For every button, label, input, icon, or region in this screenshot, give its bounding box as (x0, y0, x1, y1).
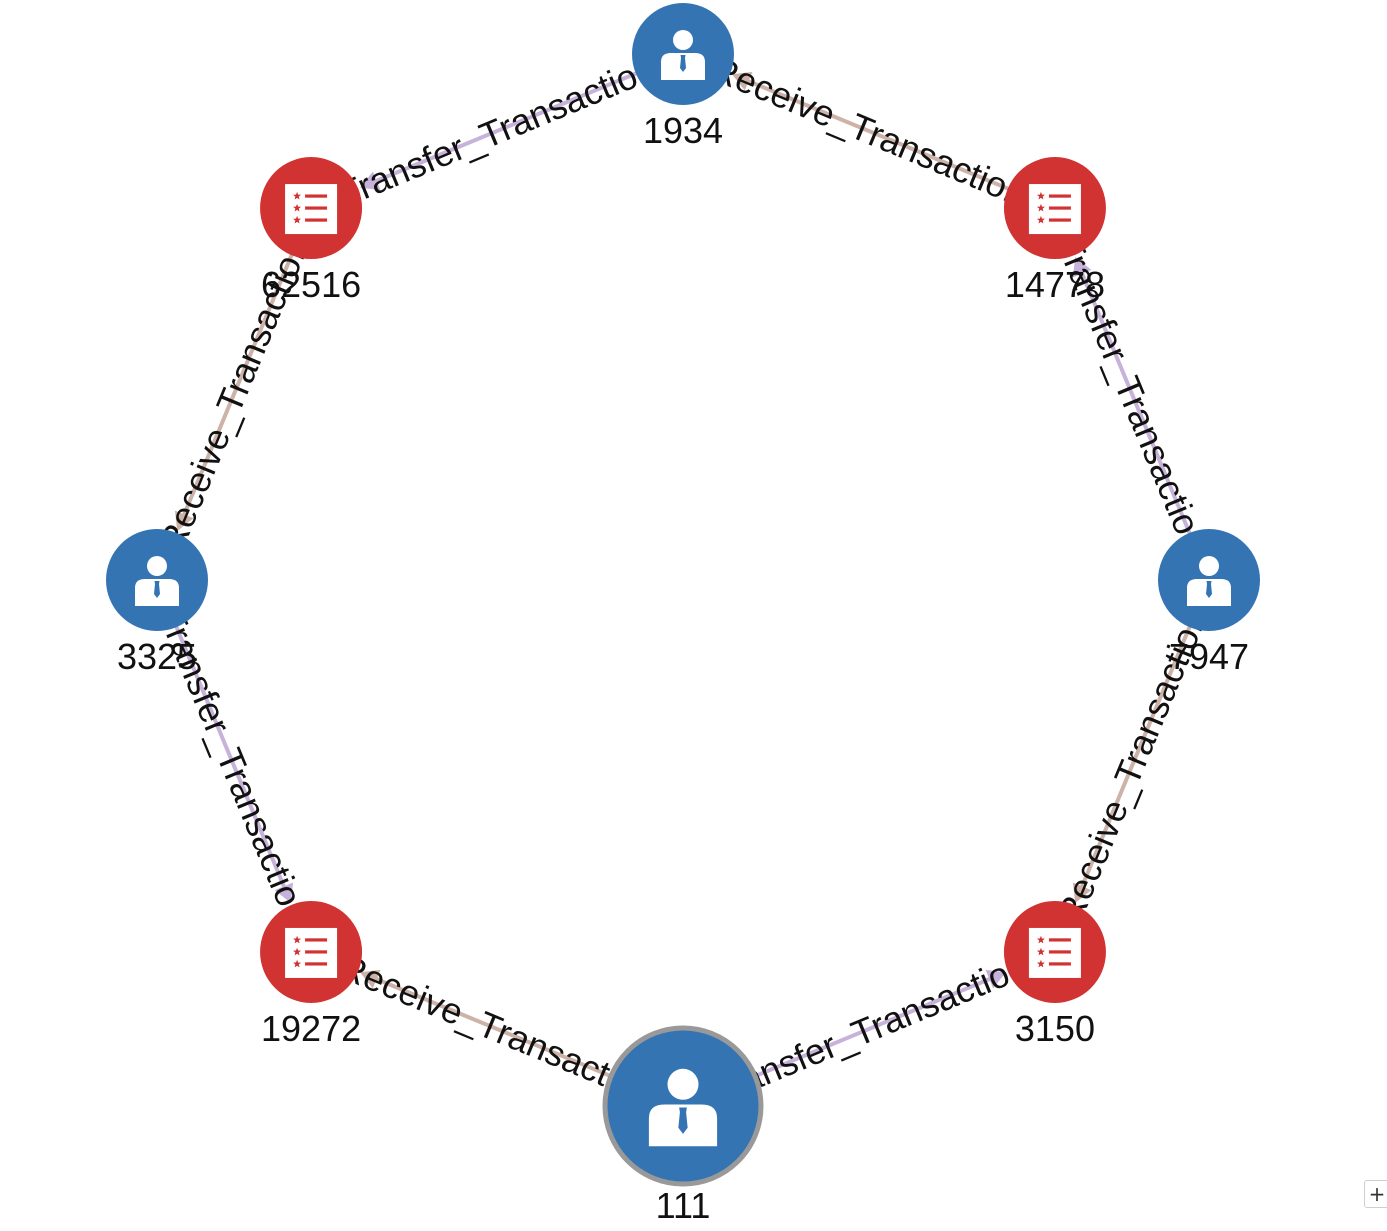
node-label: 62516 (261, 264, 361, 305)
node-3150-document[interactable]: 3150 (1003, 900, 1106, 1049)
node-label: 111 (656, 1185, 711, 1226)
list-document-icon (285, 927, 338, 978)
person-icon (135, 556, 179, 606)
zoom-in-button[interactable]: + (1364, 1180, 1387, 1208)
edge-line (751, 977, 992, 1079)
edge-label: Transfer_Transaction (332, 47, 661, 215)
node-1934-person[interactable]: 1934 (632, 3, 734, 151)
edge-line (1080, 625, 1192, 889)
node-14778-document[interactable]: 14778 (1003, 157, 1106, 305)
edge-line (182, 253, 294, 517)
edge-arrowhead (985, 969, 1006, 989)
node-111-person[interactable]: 111 (602, 1025, 764, 1226)
list-document-icon (285, 184, 338, 235)
edge-62516-3325[interactable] (174, 253, 294, 532)
edge-111-3150[interactable] (751, 969, 1006, 1079)
edge-3325-19272[interactable] (174, 625, 294, 903)
edge-arrowhead (731, 71, 753, 91)
person-icon (648, 1068, 718, 1147)
node-19272-document[interactable]: 19272 (260, 900, 363, 1049)
node-label: 19272 (261, 1008, 361, 1049)
node-3325-person[interactable]: 3325 (106, 529, 208, 677)
list-document-icon (1028, 184, 1081, 235)
edge-arrowhead (274, 882, 294, 903)
person-icon (661, 30, 705, 80)
edge-label: Receive_Transaction (706, 48, 1033, 215)
edge-7947-14778[interactable] (1072, 257, 1192, 535)
edge-line (174, 625, 286, 889)
edge-arrowhead (360, 969, 381, 989)
edge-line (746, 79, 1010, 191)
edge-1934-62516[interactable] (360, 71, 638, 191)
node-label: 7947 (1169, 636, 1249, 677)
edge-arrowhead (1072, 882, 1092, 903)
edge-line (1080, 271, 1192, 535)
node-label: 3325 (117, 636, 197, 677)
node-label: 3150 (1015, 1008, 1095, 1049)
edge-arrowhead (174, 510, 194, 532)
edge-arrowhead (360, 171, 381, 191)
edge-line (374, 977, 615, 1079)
node-label: 14778 (1005, 264, 1105, 305)
list-document-icon (1028, 927, 1081, 978)
edge-14778-1934[interactable] (731, 71, 1010, 191)
edge-line (374, 71, 638, 183)
node-62516-document[interactable]: 62516 (260, 157, 363, 305)
edge-111-19272[interactable] (360, 969, 615, 1079)
node-label: 1934 (643, 110, 723, 151)
nodes-layer: 1934 14778 7947 3150 111 19272 3325 62516 (106, 3, 1260, 1226)
edge-7947-3150[interactable] (1072, 625, 1192, 903)
edge-arrowhead (1072, 257, 1092, 278)
person-icon (1187, 556, 1231, 606)
edges-layer (174, 71, 1192, 1079)
node-7947-person[interactable]: 7947 (1158, 529, 1260, 677)
